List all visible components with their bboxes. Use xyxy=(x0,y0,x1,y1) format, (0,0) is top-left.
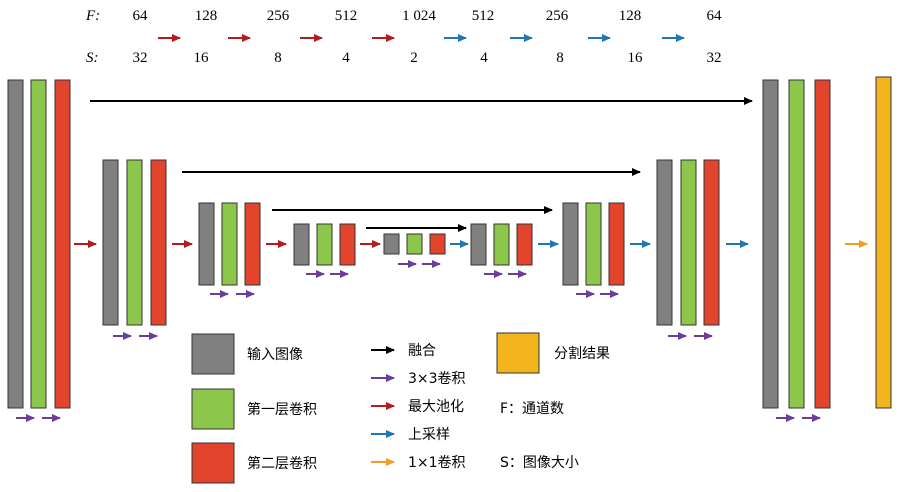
legend-first-conv-label: 第一层卷积 xyxy=(247,401,317,418)
encoder-block-3 xyxy=(198,202,261,298)
first-conv-layer xyxy=(493,223,510,266)
first-conv-layer xyxy=(126,159,143,326)
input-layer xyxy=(198,202,215,286)
second-conv-layer xyxy=(244,202,261,286)
legend-first-conv-swatch xyxy=(191,388,235,430)
legend-segmentation-swatch xyxy=(496,332,540,374)
decoder-block-1 xyxy=(762,79,831,422)
legend-fusion-label: 融合 xyxy=(408,343,436,359)
second-conv-layer xyxy=(54,79,71,409)
f-value: 256 xyxy=(267,8,290,24)
f-values: 64 128 256 512 1 024 512 256 128 64 xyxy=(133,8,723,24)
legend-s-desc: S：图像大小 xyxy=(500,455,579,471)
first-conv-layer xyxy=(221,202,238,286)
first-conv-layer xyxy=(788,79,805,409)
first-conv-layer xyxy=(585,202,602,286)
s-value: 4 xyxy=(342,50,350,66)
decoder-block-4 xyxy=(470,223,533,278)
f-value: 64 xyxy=(133,8,149,24)
legend-segmentation-label: 分割结果 xyxy=(554,345,610,362)
f-value: 1 024 xyxy=(402,8,436,24)
input-layer xyxy=(383,233,400,255)
first-conv-layer xyxy=(406,233,423,255)
legend: 输入图像 第一层卷积 第二层卷积 融合 3×3卷积 最大池化 上采样 1×1卷积… xyxy=(191,332,610,484)
s-value: 8 xyxy=(274,50,282,66)
legend-upsample-label: 上采样 xyxy=(408,427,450,443)
first-conv-layer xyxy=(316,223,333,266)
second-conv-layer xyxy=(339,223,356,266)
legend-input-label: 输入图像 xyxy=(247,347,303,363)
input-layer xyxy=(293,223,310,266)
f-value: 256 xyxy=(546,8,569,24)
legend-conv3x3-label: 3×3卷积 xyxy=(408,371,466,387)
s-value: 32 xyxy=(707,50,722,66)
f-label: F: xyxy=(85,8,100,24)
s-label: S: xyxy=(86,50,99,66)
s-value: 32 xyxy=(133,50,148,66)
second-conv-layer xyxy=(608,202,625,286)
input-layer xyxy=(762,79,779,409)
f-value: 64 xyxy=(707,8,723,24)
second-conv-layer xyxy=(814,79,831,409)
encoder-block-4 xyxy=(293,223,356,278)
legend-conv1x1-label: 1×1卷积 xyxy=(408,455,466,471)
s-value: 4 xyxy=(480,50,488,66)
second-conv-layer xyxy=(516,223,533,266)
f-value: 128 xyxy=(619,8,642,24)
decoder-block-3 xyxy=(562,202,625,298)
segmentation-output xyxy=(875,76,892,409)
input-layer xyxy=(102,159,119,326)
s-value: 16 xyxy=(628,50,644,66)
second-conv-layer xyxy=(150,159,167,326)
encoder-block-2 xyxy=(102,159,167,340)
legend-maxpool-label: 最大池化 xyxy=(408,399,464,415)
first-conv-layer xyxy=(680,159,697,326)
f-value: 512 xyxy=(472,8,495,24)
second-conv-layer xyxy=(429,233,446,255)
input-layer xyxy=(7,79,24,409)
decoder-block-2 xyxy=(656,159,720,340)
legend-second-conv-label: 第二层卷积 xyxy=(247,455,317,472)
legend-f-desc: F：通道数 xyxy=(500,401,564,417)
input-layer xyxy=(562,202,579,286)
f-value: 128 xyxy=(195,8,218,24)
s-values: 32 16 8 4 2 4 8 16 32 xyxy=(133,50,722,66)
legend-input-swatch xyxy=(191,333,235,375)
bottleneck-block xyxy=(383,233,446,268)
s-value: 16 xyxy=(194,50,210,66)
f-value: 512 xyxy=(335,8,358,24)
encoder-block-1 xyxy=(7,79,71,422)
first-conv-layer xyxy=(30,79,47,409)
second-conv-layer xyxy=(703,159,720,326)
s-value: 8 xyxy=(556,50,564,66)
legend-second-conv-swatch xyxy=(191,442,235,484)
s-value: 2 xyxy=(410,50,418,66)
input-layer xyxy=(470,223,487,266)
input-layer xyxy=(656,159,673,326)
skip-connections xyxy=(90,97,753,232)
